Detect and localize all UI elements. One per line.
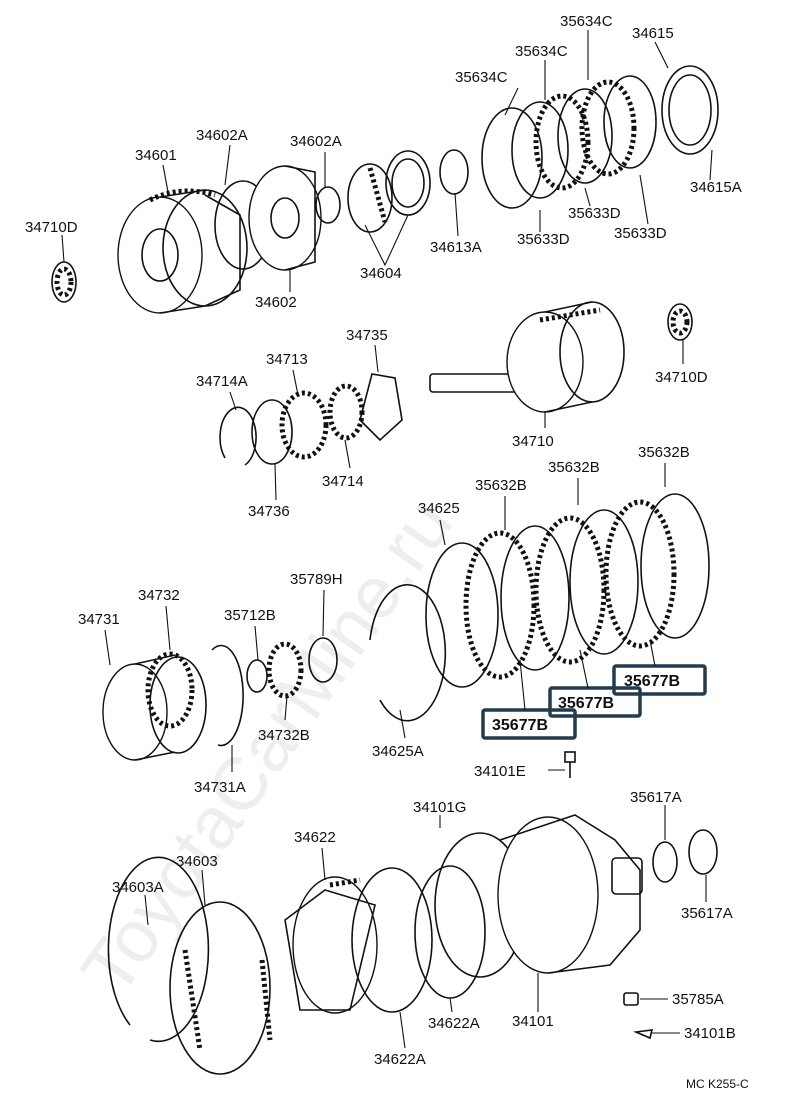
part-34713-gear[interactable] <box>279 390 329 460</box>
part-35785a-nut[interactable] <box>623 992 639 1006</box>
label-34622a-bottom: 34622A <box>374 1051 426 1068</box>
label-34602a-right: 34602A <box>290 133 342 150</box>
label-34602a-left: 34602A <box>196 127 248 144</box>
label-34714: 34714 <box>322 473 364 490</box>
part-34735-retainer[interactable] <box>359 373 403 442</box>
part-34732-gear[interactable] <box>145 651 195 729</box>
label-34615a: 34615A <box>690 179 742 196</box>
label-34710: 34710 <box>512 433 554 450</box>
part-34732b-bearing[interactable] <box>266 641 304 699</box>
label-35789h: 35789H <box>290 571 343 588</box>
part-34613a-snap-ring[interactable] <box>439 149 469 195</box>
label-35677b-right: 35677B <box>624 673 680 690</box>
label-34604: 34604 <box>360 265 402 282</box>
label-35785a: 35785A <box>672 991 724 1008</box>
part-34101-housing[interactable] <box>497 814 643 974</box>
label-34732b: 34732B <box>258 727 310 744</box>
part-34601-drum[interactable] <box>117 188 248 314</box>
label-34622: 34622 <box>294 829 336 846</box>
part-34603a-snap-ring[interactable] <box>107 856 210 1043</box>
label-35677b-left: 35677B <box>492 717 548 734</box>
part-34714a-snap-ring[interactable] <box>219 406 257 466</box>
part-labels: 35634C 35634C 35634C 34615 34615A 35633D… <box>25 13 749 1091</box>
label-35633d-right: 35633D <box>568 205 621 222</box>
part-34602-piston[interactable] <box>248 165 322 271</box>
part-34622a-ring-inner[interactable] <box>351 867 433 1013</box>
label-34732: 34732 <box>138 587 180 604</box>
part-34736-race[interactable] <box>251 399 293 465</box>
part-34622-hub[interactable] <box>284 876 378 1014</box>
part-34101e-bolt[interactable] <box>564 751 576 778</box>
label-34625a: 34625A <box>372 743 424 760</box>
label-34622a-right: 34622A <box>428 1015 480 1032</box>
label-34603a: 34603A <box>112 879 164 896</box>
part-34731-drum[interactable] <box>102 654 207 761</box>
diagram-code: MC K255-C <box>686 1077 749 1091</box>
label-34731a: 34731A <box>194 779 246 796</box>
part-34710-shaft-carrier[interactable] <box>429 301 625 413</box>
part-34604-spring-set[interactable] <box>347 150 431 233</box>
label-34735: 34735 <box>346 327 388 344</box>
label-34603: 34603 <box>176 853 218 870</box>
part-34710d-bearing-right[interactable] <box>667 303 693 341</box>
label-34601: 34601 <box>135 147 177 164</box>
part-34602a-seal[interactable] <box>315 186 341 224</box>
label-34710d-left: 34710D <box>25 219 78 236</box>
label-35632b-mid: 35632B <box>548 459 600 476</box>
label-35677b-middle: 35677B <box>558 695 614 712</box>
part-34603-one-way-clutch[interactable] <box>169 901 273 1075</box>
part-34101b-clip[interactable] <box>632 1029 654 1040</box>
part-35617a-ring-small[interactable] <box>652 841 678 883</box>
label-35633d-left: 35633D <box>517 231 570 248</box>
label-34713: 34713 <box>266 351 308 368</box>
label-35712b: 35712B <box>224 607 276 624</box>
label-35617a-top: 35617A <box>630 789 682 806</box>
label-34714a: 34714A <box>196 373 248 390</box>
part-35617a-ring-large[interactable] <box>688 829 718 875</box>
label-34101: 34101 <box>512 1013 554 1030</box>
highlight-box-35677b-left <box>481 708 577 740</box>
part-34731a-snap-ring[interactable] <box>211 644 244 747</box>
label-35634c-mid: 35634C <box>515 43 568 60</box>
highlight-box-35677b-right <box>612 664 707 696</box>
part-34625a-snap-ring[interactable] <box>369 583 447 722</box>
highlight-box-35677b-middle <box>548 686 642 718</box>
label-34736: 34736 <box>248 503 290 520</box>
label-34625: 34625 <box>418 500 460 517</box>
label-34101b: 34101B <box>684 1025 736 1042</box>
label-35632b-right: 35632B <box>638 444 690 461</box>
label-34101g: 34101G <box>413 799 466 816</box>
part-34714-bearing[interactable] <box>327 383 365 441</box>
label-34731: 34731 <box>78 611 120 628</box>
part-35789h-washer[interactable] <box>308 637 338 683</box>
part-row3-clutch-pack[interactable] <box>425 493 710 688</box>
label-34602: 34602 <box>255 294 297 311</box>
label-35634c-left: 35634C <box>455 69 508 86</box>
part-row1-clutch-pack[interactable] <box>481 75 657 209</box>
leader-lines <box>61 30 713 1049</box>
label-35634c-top: 35634C <box>560 13 613 30</box>
label-35632b-left: 35632B <box>475 477 527 494</box>
part-34710d-bearing-left[interactable] <box>51 261 77 303</box>
part-34615-plate[interactable] <box>661 65 719 155</box>
label-35617a-bottom: 35617A <box>681 905 733 922</box>
label-34615: 34615 <box>632 25 674 42</box>
label-34710d-right: 34710D <box>655 369 708 386</box>
part-34622a-ring-outer[interactable] <box>414 865 486 999</box>
label-34101e: 34101E <box>474 763 526 780</box>
label-34613a: 34613A <box>430 239 482 256</box>
label-35633d-far-right: 35633D <box>614 225 667 242</box>
